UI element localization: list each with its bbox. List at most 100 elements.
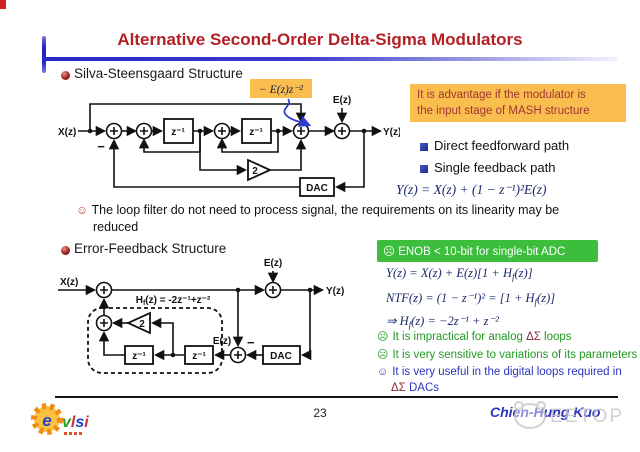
comment-text-2: reduced	[93, 220, 139, 234]
formula-post: (z)]	[514, 266, 533, 280]
point-useful: ☺It is very useful in the digital loops …	[377, 366, 622, 378]
formula-sub: f	[534, 297, 538, 307]
diagram2-nodes	[170, 287, 313, 358]
delay1-label: z⁻¹	[171, 127, 185, 138]
note-box: It is advantage if the modulator is the …	[410, 84, 626, 122]
bullet-ball-icon	[61, 71, 70, 80]
point-impractical: ☹It is impractical for analog ΔΣ loops	[377, 330, 572, 343]
enob-warning-box: ☹ ENOB < 10-bit for single-bit ADC	[377, 240, 598, 262]
formula-yz: Y(z) = X(z) + E(z)[1 + Hf(z)]	[386, 266, 533, 282]
gain-label: 2	[252, 166, 258, 177]
smiley-icon: ☺	[76, 203, 89, 217]
page-title: Alternative Second-Order Delta-Sigma Mod…	[117, 30, 523, 49]
logo-letter-v: v	[62, 414, 72, 431]
formula-pre: NTF(z) = (1 − z⁻¹)² = [1 + H	[386, 291, 535, 305]
point-sensitive: ☹It is very sensitive to variations of i…	[377, 348, 637, 361]
bullet-single-feedback: Single feedback path	[434, 160, 556, 175]
formula-post: (z) = −2z⁻¹ + z⁻²	[411, 314, 499, 328]
formula-hf: ⇒ Hf(z) = −2z⁻¹ + z⁻²	[386, 313, 499, 330]
section1-heading: Silva-Steensgaard Structure	[74, 66, 243, 81]
square-bullet-icon	[420, 165, 428, 173]
dac-label: DAC	[270, 351, 292, 362]
input-label: X(z)	[58, 127, 76, 138]
smiley-icon: ☺	[377, 366, 389, 378]
summing-junctions	[105, 122, 351, 140]
output-label: Y(z)	[383, 127, 400, 138]
watermark-face-icon	[514, 401, 546, 429]
point-text: DACs	[405, 382, 440, 394]
diagram1-wires	[78, 103, 383, 193]
filter-transfer-label: Hf(z) = -2z⁻¹+z⁻²	[136, 295, 211, 307]
error-feedback-diagram: z⁻¹ z⁻¹ 2 DAC X(z) Y(z) E(z) E(z) − Hf(z…	[58, 258, 344, 374]
lab-logo: e vlsi	[31, 403, 89, 435]
dac-block: DAC	[299, 177, 335, 197]
footer-divider	[55, 396, 618, 398]
summing-junctions	[95, 281, 282, 364]
watermark-text: EETOP	[550, 406, 624, 427]
page-number: 23	[313, 406, 327, 420]
logo-letter-i: i	[84, 414, 89, 431]
comment-line: ☺ The loop filter do not need to process…	[76, 203, 616, 217]
formula-ntf-s1: Y(z) = X(z) + (1 − z⁻¹)²E(z)	[396, 182, 547, 197]
formula-pre: Y(z) = X(z) + E(z)[1 + H	[386, 266, 512, 280]
logo-letters: vlsi	[62, 414, 89, 431]
formula-post: (z)]	[537, 291, 556, 305]
error-mid-label: E(z)	[213, 336, 231, 347]
formula-ntf: NTF(z) = (1 − z⁻¹)² = [1 + Hf(z)]	[386, 290, 555, 307]
error-tag-label: − E(z)z⁻²	[259, 84, 303, 96]
gain-block: 2	[125, 311, 151, 335]
dac-block: DAC	[262, 345, 301, 365]
gain-block: 2	[247, 158, 273, 182]
error-top-label: E(z)	[264, 258, 282, 269]
bullet-ball-icon	[61, 246, 70, 255]
point-text: loops	[540, 331, 572, 343]
delay2-label: z⁻¹	[249, 127, 263, 138]
delay-blocks: z⁻¹ z⁻¹	[163, 118, 272, 144]
frown-icon: ☹	[377, 349, 389, 361]
delay-blocks: z⁻¹ z⁻¹	[124, 345, 214, 365]
delay2-label: z⁻¹	[192, 351, 206, 362]
input-label: X(z)	[60, 277, 78, 288]
enob-text: ENOB < 10-bit for single-bit ADC	[398, 246, 566, 258]
square-bullet-icon	[420, 143, 428, 151]
frown-icon: ☹	[383, 246, 395, 258]
diagram1-nodes	[87, 128, 367, 134]
output-label: Y(z)	[326, 286, 344, 297]
error-label: E(z)	[333, 95, 351, 106]
point-useful-cont: ΔΣ DACs	[391, 382, 439, 394]
minus-sign: −	[97, 139, 105, 154]
title-underline	[42, 57, 618, 61]
delta-sigma-symbol: ΔΣ	[526, 331, 541, 343]
logo-letter-l: l	[71, 414, 76, 431]
diagram2-wires	[58, 271, 325, 361]
logo-dots	[64, 432, 82, 435]
gain-label: 2	[139, 319, 145, 330]
delay1-label: z⁻¹	[132, 351, 146, 362]
bullet-direct-feedforward: Direct feedforward path	[434, 138, 570, 153]
point-text: It is impractical for analog	[392, 331, 527, 343]
minus-sign: −	[247, 335, 255, 350]
frown-icon: ☹	[377, 331, 389, 343]
formula-sub: f	[408, 320, 412, 330]
filter-label-post: (z) = -2z⁻¹+z⁻²	[145, 295, 211, 306]
point-text: It is very sensitive to variations of it…	[392, 349, 638, 361]
dac-label: DAC	[306, 183, 328, 194]
comment-text-1: The loop filter do not need to process s…	[91, 203, 560, 217]
filter-dashed-box	[87, 307, 223, 374]
formula-pre: ⇒ H	[386, 314, 409, 328]
point-text: It is very useful in the digital loops r…	[392, 366, 622, 378]
formula-sub: f	[512, 272, 515, 282]
filter-label-pre: H	[136, 295, 143, 306]
error-tag: − E(z)z⁻²	[250, 79, 312, 127]
note-line2: the input stage of MASH structure	[417, 105, 590, 117]
corner-mark	[0, 0, 6, 9]
logo-letter-e: e	[42, 411, 51, 430]
section2-heading: Error-Feedback Structure	[74, 241, 227, 256]
squiggle-arrow	[283, 98, 312, 127]
title-tick-decoration	[42, 36, 46, 73]
filter-label-sub: f	[143, 300, 146, 307]
logo-letter-s: s	[75, 414, 84, 431]
silva-steensgaard-diagram: z⁻¹ z⁻¹ 2 DAC X(z) Y(z) E(z) − − E(z)z⁻²	[58, 79, 400, 197]
delta-sigma-symbol: ΔΣ	[391, 382, 406, 394]
